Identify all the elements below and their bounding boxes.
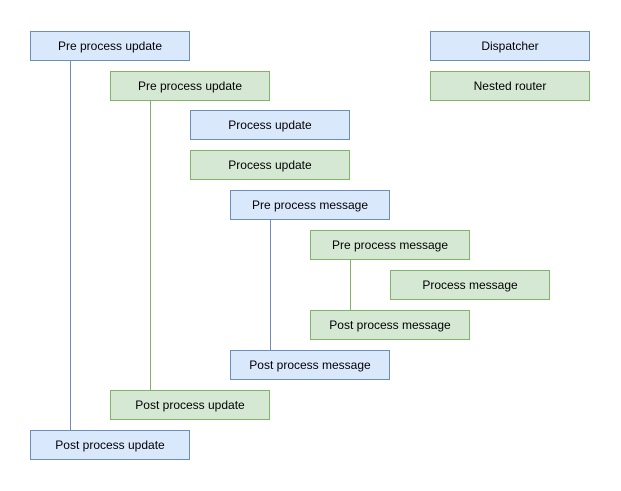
legend-nested-router-label: Nested router: [473, 79, 547, 93]
connector-router-1: [150, 101, 151, 391]
connector-dispatcher-0: [70, 61, 71, 431]
connector-router-3: [350, 260, 351, 311]
node-router-process-message: Process message: [390, 270, 550, 300]
node-label: Pre process message: [331, 238, 449, 252]
legend-dispatcher-label: Dispatcher: [481, 39, 539, 53]
connector-dispatcher-2: [270, 220, 271, 351]
node-label: Process message: [422, 278, 518, 292]
node-router-process-update: Process update: [190, 150, 350, 180]
node-label: Post process message: [329, 318, 451, 332]
node-label: Process update: [228, 158, 312, 172]
node-dispatcher-pre-process-update: Pre process update: [30, 31, 190, 61]
node-dispatcher-process-update: Process update: [190, 110, 350, 140]
node-dispatcher-post-process-message: Post process message: [230, 350, 390, 380]
node-label: Pre process message: [251, 198, 369, 212]
node-label: Post process update: [55, 438, 165, 452]
node-dispatcher-post-process-update: Post process update: [30, 430, 190, 460]
node-label: Process update: [228, 118, 312, 132]
node-label: Post process update: [135, 398, 245, 412]
node-label: Pre process update: [57, 39, 163, 53]
node-dispatcher-pre-process-message: Pre process message: [230, 190, 390, 220]
node-router-post-process-update: Post process update: [110, 390, 270, 420]
node-router-post-process-message: Post process message: [310, 310, 470, 340]
node-label: Pre process update: [137, 79, 243, 93]
node-router-pre-process-message: Pre process message: [310, 230, 470, 260]
node-router-pre-process-update: Pre process update: [110, 71, 270, 101]
legend-dispatcher: Dispatcher: [430, 31, 590, 61]
node-label: Post process message: [249, 358, 371, 372]
legend-nested-router: Nested router: [430, 71, 590, 101]
